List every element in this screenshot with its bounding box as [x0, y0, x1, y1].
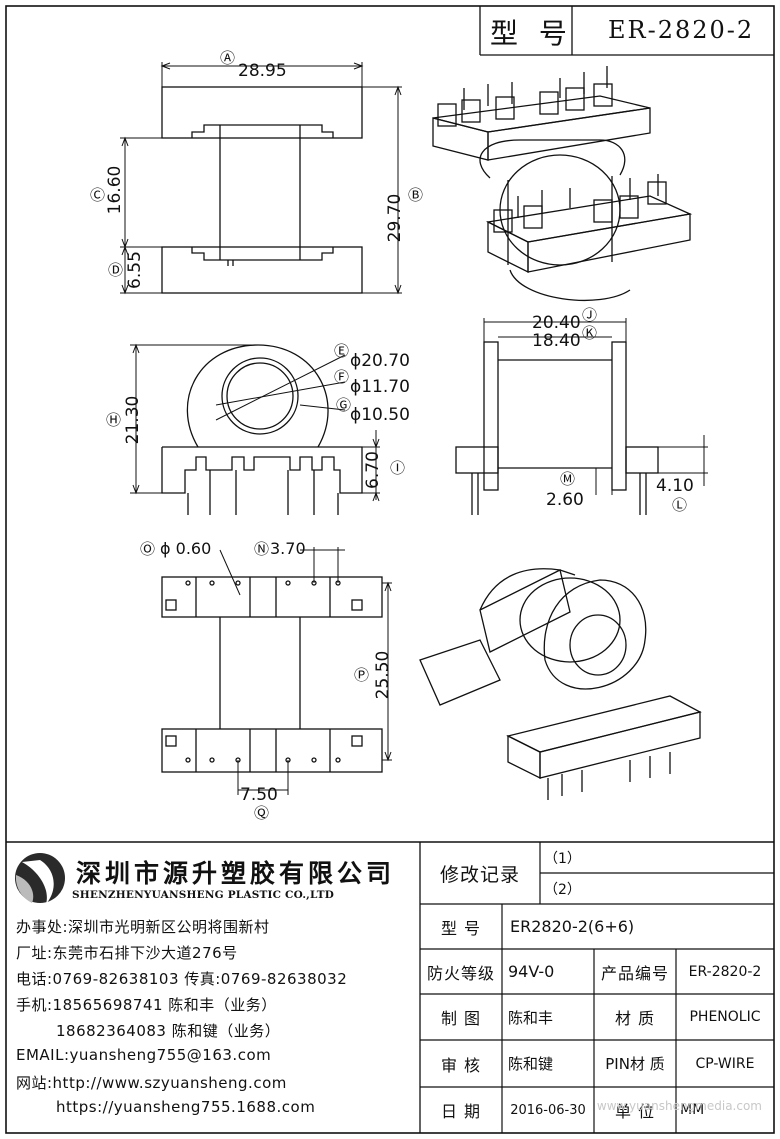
dim-e-f-g [215, 354, 346, 421]
dim-b-value: 29.70 [385, 194, 405, 243]
dim-j-code: Ⓙ [582, 306, 597, 324]
office-address: 办事处:深圳市光明新区公明将围新村 [16, 918, 270, 936]
company-name: 深圳市源升塑胶有限公司 [76, 859, 396, 888]
top-step-lower [191, 247, 334, 261]
material-label: 材 质 [614, 1009, 656, 1028]
dim-c-code: Ⓒ [90, 186, 105, 204]
website-2: https://yuansheng755.1688.com [56, 1098, 316, 1116]
dim-d-value: 6.55 [125, 251, 145, 289]
drawn-by-label: 制 图 [440, 1009, 482, 1028]
dim-i-value: 6.70 [363, 451, 383, 489]
dim-o-value: ϕ 0.60 [160, 539, 211, 558]
drawn-by-value: 陈和丰 [508, 1008, 554, 1027]
website-1: 网站:http://www.szyuansheng.com [16, 1074, 287, 1092]
dim-f-code: Ⓕ [334, 368, 349, 386]
company-logo [15, 853, 65, 904]
spec-grid [420, 842, 774, 1133]
top-step-upper [191, 124, 334, 138]
reviewed-by-label: 审 核 [440, 1055, 482, 1075]
dim-d-code: Ⓓ [108, 261, 123, 279]
dim-f-value: ϕ11.70 [350, 377, 410, 397]
dim-g-code: Ⓖ [336, 396, 351, 414]
date-label: 日 期 [440, 1102, 482, 1121]
watermark: www.yuanshengmedia.com [596, 1099, 762, 1113]
top-view [161, 86, 363, 294]
bottom-view [161, 576, 383, 773]
dim-l-code: Ⓛ [672, 496, 687, 514]
dim-k-value: 18.40 [532, 331, 581, 351]
revision-2: （2） [544, 881, 581, 898]
spec-model-label: 型 号 [440, 918, 482, 938]
material-value: PHENOLIC [689, 1009, 761, 1025]
product-no-label: 产品编号 [600, 963, 669, 983]
dim-l-value: 4.10 [656, 476, 694, 496]
company-name-en: SHENZHENYUANSHENG PLASTIC CO.,LTD [72, 889, 335, 901]
dim-m-value: 2.60 [546, 490, 584, 510]
iso-view-1 [432, 66, 693, 301]
dim-h-code: Ⓗ [106, 411, 121, 429]
model-label-top: 型 号 [490, 17, 573, 50]
product-no-value: ER-2820-2 [688, 963, 762, 980]
dim-a [160, 62, 364, 87]
dim-h-value: 21.30 [123, 396, 143, 445]
dim-b [362, 85, 402, 295]
date-value: 2016-06-30 [510, 1102, 586, 1118]
dim-q-value: 7.50 [240, 785, 278, 805]
iso-view-2 [419, 568, 702, 800]
dim-e-value: ϕ20.70 [350, 351, 410, 371]
pin-material-label: PIN材 质 [605, 1055, 665, 1073]
pin-material-value: CP-WIRE [695, 1055, 755, 1072]
reviewed-by-value: 陈和键 [508, 1055, 554, 1073]
dim-j-value: 20.40 [532, 313, 581, 333]
dim-h-i [130, 343, 380, 502]
spec-model-value: ER2820-2(6+6) [510, 917, 635, 936]
dim-e-code: Ⓔ [334, 342, 349, 360]
model-value-top: ER-2820-2 [608, 16, 755, 44]
unit-value: MM [680, 1102, 705, 1118]
mobile-2: 18682364083 陈和键（业务） [56, 1022, 281, 1040]
dim-m-code: Ⓜ [560, 470, 575, 488]
dim-b-code: Ⓑ [408, 186, 423, 204]
dim-q-code: Ⓠ [254, 804, 269, 822]
phone-fax: 电话:0769-82638103 传真:0769-82638032 [16, 970, 348, 988]
dim-n-code: Ⓝ [254, 540, 269, 558]
dim-a-code: Ⓐ [220, 49, 235, 67]
dim-i-code: Ⓘ [390, 459, 405, 477]
email: EMAIL:yuansheng755@163.com [16, 1046, 272, 1064]
fire-rating-value: 94V-0 [508, 962, 555, 981]
dim-a-value: 28.95 [238, 61, 287, 81]
unit-label: 单 位 [614, 1102, 656, 1121]
side-view [455, 341, 659, 515]
front-view [161, 344, 363, 515]
top-flange-upper [161, 86, 363, 139]
top-flange-lower [161, 246, 363, 294]
mobile-1: 手机:18565698741 陈和丰（业务） [16, 996, 277, 1014]
revision-label: 修改记录 [439, 863, 520, 886]
dim-o-code: Ⓞ [140, 540, 155, 558]
dim-g-value: ϕ10.50 [350, 405, 410, 425]
fire-rating-label: 防火等级 [426, 963, 495, 983]
dim-p-value: 25.50 [373, 651, 393, 700]
dim-n-o-p-q [219, 547, 392, 795]
dim-c-value: 16.60 [105, 166, 125, 215]
dim-n-value: 3.70 [270, 539, 306, 558]
revision-1: （1） [544, 850, 581, 867]
dim-k-code: Ⓚ [582, 324, 597, 342]
factory-address: 厂址:东莞市石排下沙大道276号 [16, 944, 238, 962]
dim-p-code: Ⓟ [354, 666, 369, 684]
outer-frame [5, 5, 775, 1134]
dim-c-d [120, 136, 162, 295]
dim-j-k-l-m [483, 318, 708, 495]
